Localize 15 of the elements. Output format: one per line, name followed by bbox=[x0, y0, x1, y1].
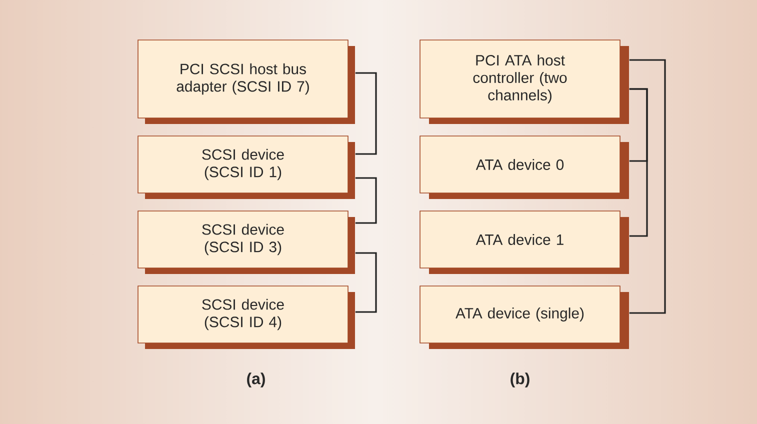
connector-line bbox=[355, 177, 377, 224]
connector-line bbox=[355, 72, 377, 155]
device-box: SCSI device (SCSI ID 1) bbox=[138, 136, 355, 199]
device-box: ATA device 1 bbox=[420, 210, 629, 274]
device-box: ATA device 0 bbox=[420, 136, 629, 199]
device-box: SCSI device (SCSI ID 4) bbox=[138, 286, 355, 349]
device-box: ATA device (single) bbox=[420, 286, 629, 349]
device-box: PCI SCSI host bus adapter (SCSI ID 7) bbox=[138, 40, 355, 124]
device-box: PCI ATA host controller (two channels) bbox=[420, 40, 629, 124]
panel-label: (a) bbox=[247, 372, 265, 388]
connector-line bbox=[355, 252, 377, 313]
panel-label: (b) bbox=[510, 372, 530, 388]
connector-line bbox=[629, 59, 666, 314]
device-box: SCSI device (SCSI ID 3) bbox=[138, 210, 355, 274]
connector-line bbox=[629, 88, 648, 237]
